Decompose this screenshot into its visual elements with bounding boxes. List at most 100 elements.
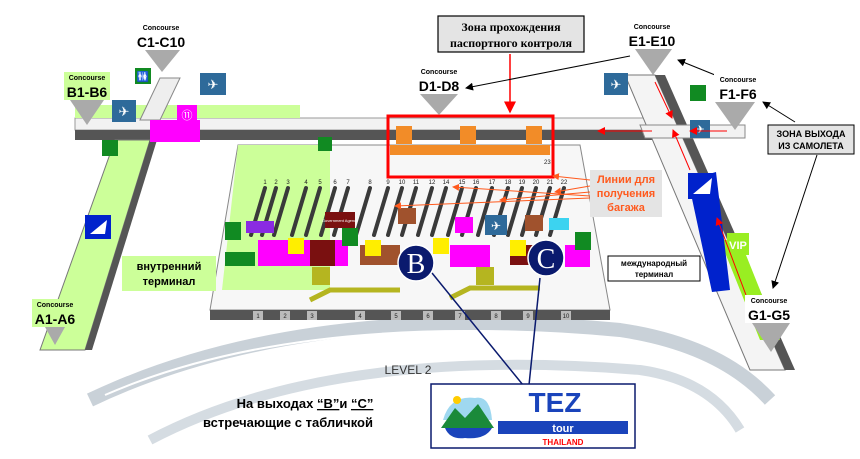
shop-block xyxy=(225,252,255,266)
svg-text:Concourse: Concourse xyxy=(37,302,74,309)
departures-plane-icon xyxy=(85,215,111,239)
door-number: 2 xyxy=(283,314,287,320)
belt-number: 17 xyxy=(489,180,496,186)
svg-text:На выходах “B”и “C”: На выходах “B”и “C” xyxy=(237,396,374,411)
passport-zone-label: Зона прохождения паспортного контроля xyxy=(437,15,585,53)
shop-block xyxy=(450,245,490,267)
concourse-d-label: Concourse D1-D8 xyxy=(415,66,463,115)
international-terminal-label: международный терминал xyxy=(607,255,701,282)
svg-text:Government Agency: Government Agency xyxy=(322,218,358,223)
svg-text:внутренний: внутренний xyxy=(137,261,202,273)
svg-text:VIP: VIP xyxy=(729,240,747,252)
svg-text:✈: ✈ xyxy=(695,124,704,136)
belt-number: 8 xyxy=(368,180,372,186)
belt-number: 23 xyxy=(544,160,551,166)
svg-text:Concourse: Concourse xyxy=(421,69,458,76)
toilet-icon xyxy=(690,85,706,101)
tez-tour-logo: TEZ tour THAILAND xyxy=(430,383,636,449)
baggage-belt xyxy=(290,186,308,237)
door xyxy=(523,311,533,320)
svg-text:C1-C10: C1-C10 xyxy=(137,34,185,50)
toilet-icon: 🚻 xyxy=(135,68,151,84)
svg-text:международный: международный xyxy=(621,259,687,268)
door-number: 9 xyxy=(526,314,530,320)
svg-text:TEZ: TEZ xyxy=(529,387,582,418)
baggage-belt xyxy=(430,186,448,237)
door-number: 3 xyxy=(310,314,314,320)
belt-number: 12 xyxy=(429,180,436,186)
baggage-label: Линии для получения багажа xyxy=(590,170,662,217)
svg-text:терминал: терминал xyxy=(635,270,673,279)
door xyxy=(561,311,571,320)
belt-number: 11 xyxy=(413,180,420,186)
svg-text:tour: tour xyxy=(552,423,574,435)
svg-text:THAILAND: THAILAND xyxy=(543,438,584,447)
concourse-g-label: Concourse G1-G5 xyxy=(745,295,793,352)
domestic-terminal-label: внутренний терминал xyxy=(122,256,216,291)
concourse-a-label: Concourse A1-A6 xyxy=(32,299,78,345)
shop-block xyxy=(565,245,590,267)
currency-exchange-icon xyxy=(246,221,274,233)
baggage-service-icon xyxy=(398,208,416,224)
svg-text:Concourse: Concourse xyxy=(69,75,106,82)
toilet-icon xyxy=(575,232,591,250)
svg-text:✈: ✈ xyxy=(611,77,622,92)
door-number: 6 xyxy=(426,314,430,320)
customs-icon xyxy=(460,126,476,144)
trolley-icon xyxy=(455,217,473,233)
svg-text:F1-F6: F1-F6 xyxy=(719,86,757,102)
svg-text:G1-G5: G1-G5 xyxy=(748,307,790,323)
elevator-icon xyxy=(510,240,526,256)
baggage-belt xyxy=(372,186,390,237)
belt-number: 1 xyxy=(263,180,267,186)
belt-number: 7 xyxy=(346,180,350,186)
toilet-icon xyxy=(225,222,241,240)
svg-text:Concourse: Concourse xyxy=(720,77,757,84)
door-number: 4 xyxy=(358,314,362,320)
svg-text:Зона прохождения: Зона прохождения xyxy=(461,20,561,34)
svg-text:Concourse: Concourse xyxy=(634,24,671,31)
baggage-belt xyxy=(272,186,290,237)
svg-text:D1-D8: D1-D8 xyxy=(419,78,460,94)
door xyxy=(455,311,465,320)
svg-text:получения: получения xyxy=(597,188,655,200)
baggage-belt xyxy=(304,186,322,237)
arrows xyxy=(394,54,818,386)
concourse-c-label: Concourse C1-C10 xyxy=(137,22,185,72)
door xyxy=(355,311,365,320)
customs-icon xyxy=(396,126,412,144)
svg-text:терминал: терминал xyxy=(143,276,196,288)
door xyxy=(491,311,501,320)
flight-info-icon: ✈ xyxy=(485,215,507,235)
belt-number: 6 xyxy=(333,180,337,186)
flight-info-icon: ✈ xyxy=(604,73,628,95)
svg-text:✈: ✈ xyxy=(119,104,130,119)
departures-plane-icon xyxy=(688,173,716,199)
elevator-icon xyxy=(365,240,381,256)
exit-b-marker: B xyxy=(397,244,435,282)
exit-zone-label: ЗОНА ВЫХОДА ИЗ САМОЛЕТА xyxy=(767,124,855,155)
shop-block xyxy=(310,240,335,266)
customs-icon xyxy=(526,126,542,144)
belt-number: 4 xyxy=(304,180,308,186)
door-number: 7 xyxy=(458,314,462,320)
baggage-belt xyxy=(354,186,372,237)
svg-text:ЗОНА ВЫХОДА: ЗОНА ВЫХОДА xyxy=(777,129,846,139)
toilet-icon xyxy=(342,228,358,246)
restaurant-icon: ⑪ xyxy=(177,105,197,125)
belt-number: 14 xyxy=(443,180,450,186)
belt-number: 16 xyxy=(473,180,480,186)
concourse-f-label: Concourse F1-F6 xyxy=(714,74,762,130)
door-number: 5 xyxy=(394,314,398,320)
belt-number: 5 xyxy=(318,180,322,186)
belt-number: 21 xyxy=(547,180,554,186)
elevator-icon xyxy=(433,238,449,254)
belt-number: 19 xyxy=(519,180,526,186)
baggage-belt xyxy=(520,186,538,237)
baggage-belt xyxy=(506,186,524,237)
baggage-belt xyxy=(386,186,404,237)
svg-text:⑪: ⑪ xyxy=(182,109,193,122)
